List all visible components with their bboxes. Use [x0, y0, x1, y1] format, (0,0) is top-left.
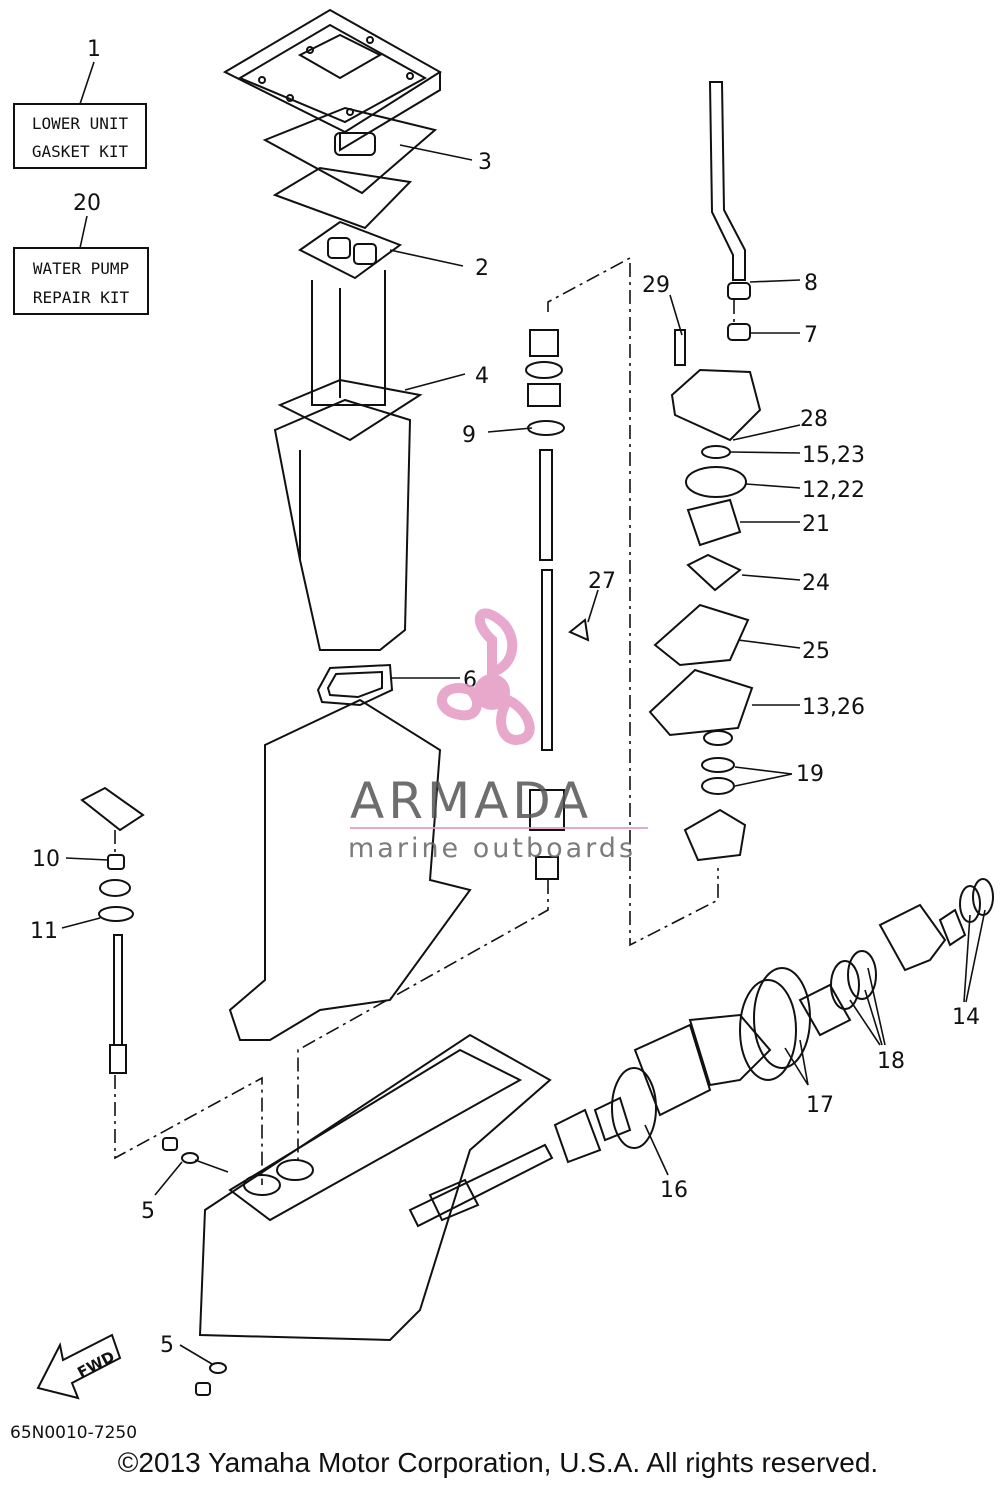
kit-box-water-pump: 20 WATER PUMP REPAIR KIT: [13, 191, 149, 315]
propeller-logo-icon: [436, 608, 535, 746]
diagram-code: 65N0010-7250: [10, 1423, 137, 1443]
top-housing-illustration: [222, 8, 442, 152]
callout-7: 7: [804, 323, 818, 348]
callout-24: 24: [802, 571, 830, 596]
watermark-brand: ARMADA: [350, 772, 592, 830]
drive-shaft-assembly: [525, 329, 590, 880]
copyright-text: ©2013 Yamaha Motor Corporation, U.S.A. A…: [118, 1447, 878, 1478]
fwd-arrow-icon: FWD: [36, 1333, 122, 1400]
callout-9: 9: [462, 423, 476, 448]
gear-case: [198, 1033, 552, 1342]
callout-28: 28: [800, 407, 828, 432]
callout-12-22: 12,22: [802, 478, 865, 503]
seal-6: [316, 663, 394, 707]
armada-watermark: ARMADA marine outboards: [348, 608, 648, 864]
kit-number-1: 1: [87, 37, 101, 62]
kit-number-20: 20: [73, 191, 101, 216]
watermark-tagline: marine outboards: [348, 833, 636, 864]
gasket-3: [262, 106, 438, 195]
bolts: [162, 1137, 227, 1396]
callout-29: 29: [642, 273, 670, 298]
callout-27: 27: [588, 569, 616, 594]
kit-label-line2: GASKET KIT: [32, 142, 129, 161]
callout-5-bottom: 5: [160, 1333, 174, 1358]
shift-rod-assembly: [80, 786, 145, 1074]
callout-15-23: 15,23: [802, 443, 865, 468]
callout-2: 2: [475, 256, 489, 281]
gasket-2: [298, 220, 403, 280]
lower-case: [228, 698, 472, 1041]
callout-19: 19: [796, 762, 824, 787]
callout-16: 16: [660, 1178, 688, 1203]
exhaust-guide: [311, 270, 386, 406]
callout-17: 17: [806, 1093, 834, 1118]
kit-label-line2: REPAIR KIT: [33, 288, 130, 307]
alignment-lines: [114, 256, 735, 1185]
callout-10: 10: [32, 847, 60, 872]
callout-21: 21: [802, 512, 830, 537]
callout-8: 8: [804, 271, 818, 296]
callout-11: 11: [30, 919, 58, 944]
propeller-shaft-assembly: [408, 878, 994, 1228]
plate-illustration: [272, 166, 413, 230]
kit-box-gasket: 1 LOWER UNIT GASKET KIT: [13, 37, 147, 169]
leader-lines: [61, 144, 986, 1365]
kit-label-line1: WATER PUMP: [33, 259, 129, 278]
callout-3: 3: [478, 150, 492, 175]
callout-5-top: 5: [141, 1199, 155, 1224]
callout-18: 18: [877, 1049, 905, 1074]
kit-label-line1: LOWER UNIT: [32, 114, 129, 133]
callout-4: 4: [475, 364, 489, 389]
gasket-4: [277, 378, 423, 442]
callout-25: 25: [802, 639, 830, 664]
callout-labels: 3 2 4 9 6 29 8 7 28 15,23 12,22 21 24 25…: [30, 150, 980, 1358]
water-pump-assembly: [648, 81, 762, 862]
callout-14: 14: [952, 1005, 980, 1030]
callout-13-26: 13,26: [802, 695, 865, 720]
upper-casing: [273, 398, 412, 651]
